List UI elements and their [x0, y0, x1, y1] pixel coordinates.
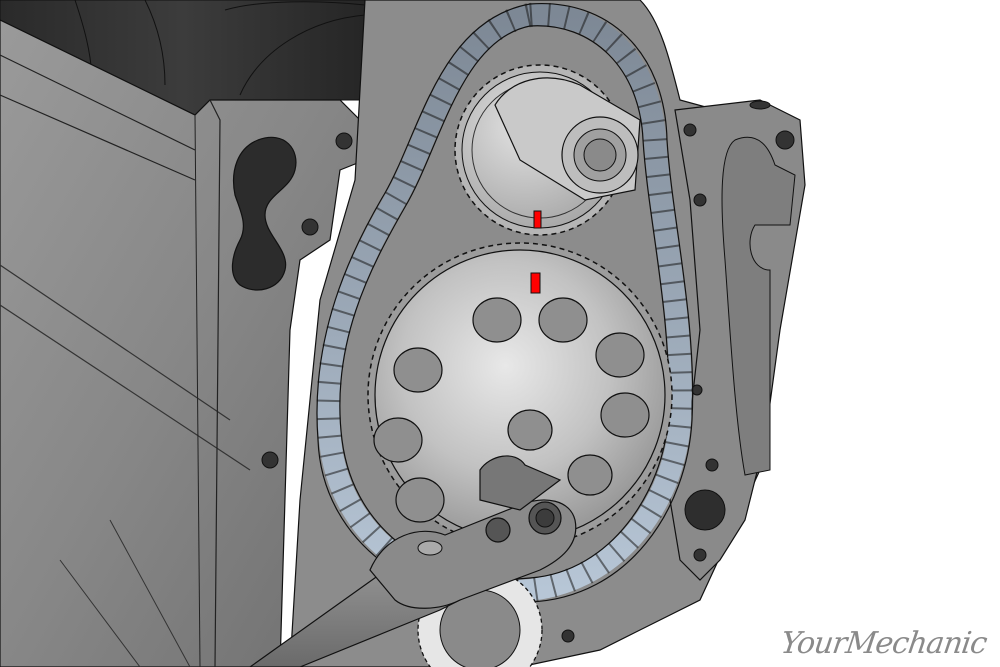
bolt-hole	[693, 548, 707, 562]
engine-block-right-flange	[669, 99, 806, 581]
bolt-hole	[261, 451, 279, 469]
crankshaft-timing-mark	[530, 272, 541, 294]
oil-port-opening	[231, 136, 297, 291]
bolt-hole	[561, 629, 575, 643]
bolt-hole	[775, 130, 795, 150]
bolt-hole	[705, 458, 719, 472]
bolt-hole	[335, 132, 353, 150]
camshaft-sprocket	[454, 64, 641, 236]
drain-hole	[684, 489, 726, 531]
large-timing-sprocket	[367, 242, 673, 548]
bolt-hole	[683, 123, 697, 137]
bolt-hole	[693, 193, 707, 207]
bolt-hole	[691, 384, 703, 396]
ratchet-wrench	[248, 455, 577, 667]
lightening-holes	[373, 297, 650, 523]
bolt-hole	[301, 218, 319, 236]
yourmechanic-watermark: YourMechanic	[778, 626, 989, 661]
camshaft-timing-mark	[533, 210, 542, 229]
